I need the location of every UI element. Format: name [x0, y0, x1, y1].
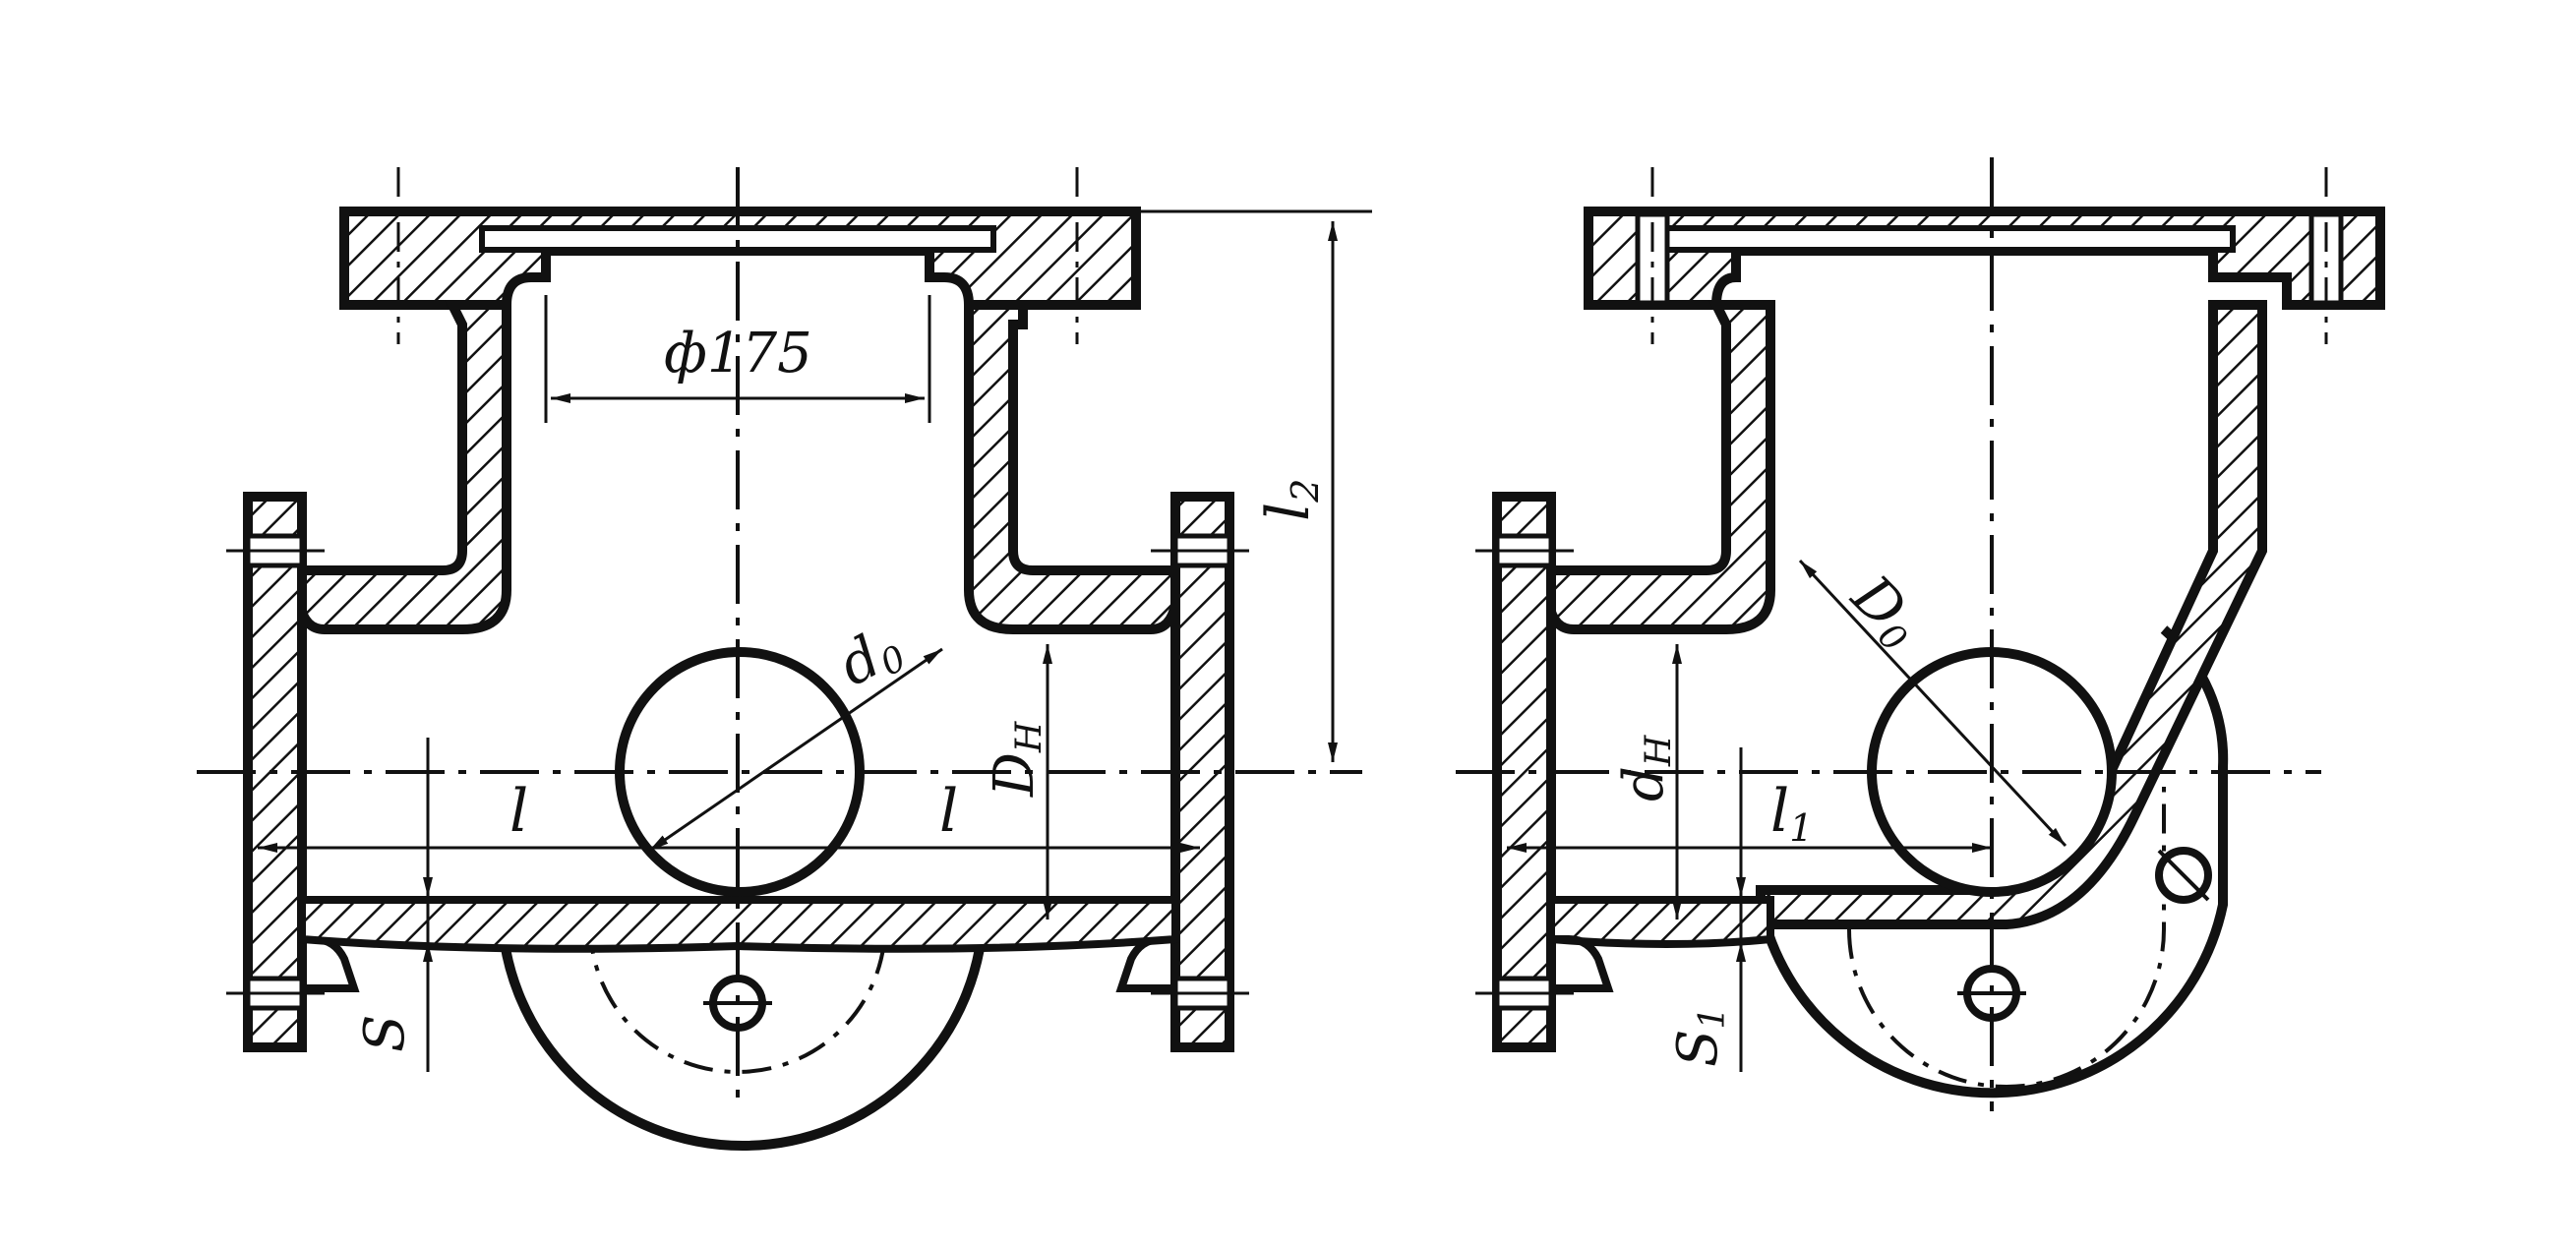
- D0-label: D0: [1836, 562, 1935, 660]
- l1-label: l1: [1770, 777, 1813, 850]
- dim-175-label: ф175: [664, 322, 812, 386]
- curved-dash-arc: [1847, 787, 2166, 1089]
- straight-tee-figure: ф175 d0 l l DH l2 S: [197, 167, 1372, 1151]
- dh-label-right: dH: [1612, 735, 1679, 802]
- bottom-semicircle: [497, 904, 988, 1151]
- l-right-label: l: [939, 777, 958, 846]
- s1-label: S1: [1666, 1007, 1733, 1067]
- s-label: S: [353, 1015, 417, 1052]
- right-branch-wall: [964, 300, 1180, 634]
- bottom-dash-arc: [588, 923, 887, 1074]
- l-label: l: [509, 777, 528, 846]
- D0-dim-line: [1798, 559, 2067, 848]
- curved-tee-figure: D0 dH l1 S1: [1456, 157, 2385, 1111]
- left-branch-wall: [295, 300, 511, 634]
- d0-dim-line: [648, 647, 943, 853]
- d0-label: d0: [828, 612, 913, 701]
- dh-label: DH: [983, 721, 1049, 798]
- l2-label: l2: [1254, 479, 1327, 521]
- left-branch-wall-right: [1544, 300, 1775, 634]
- curved-body-outline: [1756, 625, 2229, 1099]
